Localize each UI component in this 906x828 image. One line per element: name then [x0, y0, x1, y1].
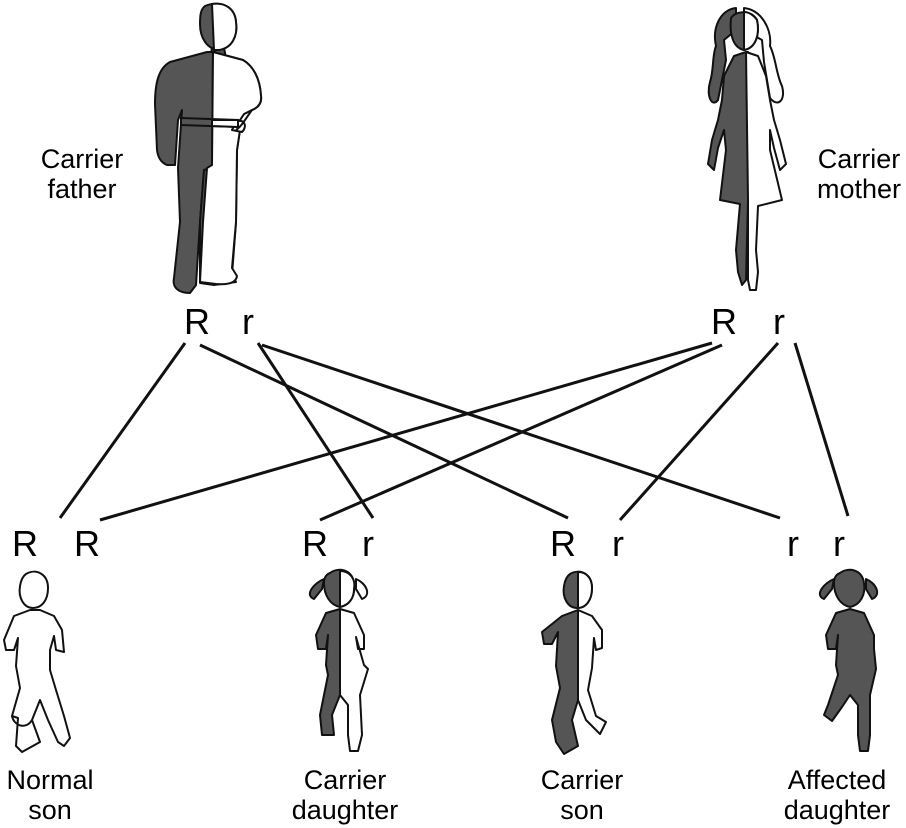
- father-allele-2: r: [242, 301, 254, 342]
- line-father-R-to-son2: [199, 343, 569, 520]
- line-mother-R-to-daughter1: [319, 343, 723, 522]
- line-father-R-to-son1: [58, 342, 187, 519]
- daughter2-allele-1: r: [787, 523, 799, 564]
- son2-allele-2: r: [612, 523, 624, 564]
- girl-figure-icon: [308, 568, 369, 752]
- daughter2-label: Affected daughter: [772, 765, 902, 825]
- daughter1-allele-2: r: [362, 523, 374, 564]
- son2-label: Carrier son: [530, 765, 634, 825]
- inheritance-lines: [58, 341, 850, 522]
- father-label: Carrier father: [30, 144, 134, 204]
- daughter1-label-line2: daughter: [291, 795, 399, 825]
- mother-label: Carrier mother: [812, 144, 906, 204]
- line-mother-r-to-daughter2: [793, 342, 850, 517]
- son1-allele-2: R: [74, 523, 100, 564]
- son1-allele-1: R: [12, 523, 38, 564]
- father-label-line1: Carrier: [40, 144, 124, 174]
- boy-figure-icon: [3, 570, 71, 753]
- father-right-half: [199, 2, 263, 286]
- father-label-line2: father: [47, 174, 117, 204]
- line-father-r-to-daughter1: [256, 342, 375, 519]
- girl-figure-icon: [818, 568, 879, 752]
- son1-label-line2: son: [28, 795, 72, 825]
- son2-allele-1: R: [550, 523, 576, 564]
- daughter1-label-line1: Carrier: [303, 765, 387, 795]
- son2-label-line2: son: [560, 795, 604, 825]
- mother-label-line1: Carrier: [817, 144, 901, 174]
- daughter2-allele-2: r: [833, 523, 845, 564]
- son1-label: Normal son: [0, 765, 100, 825]
- woman-figure-icon: [707, 7, 787, 291]
- son2-label-line1: Carrier: [540, 765, 624, 795]
- mother-allele-1: R: [711, 301, 737, 342]
- daughter1-label: Carrier daughter: [280, 765, 410, 825]
- daughter1-allele-1: R: [302, 523, 328, 564]
- line-mother-r-to-son2: [618, 342, 780, 521]
- mother-label-line2: mother: [816, 174, 902, 204]
- line-mother-R-to-son1: [99, 341, 713, 522]
- daughter2-label-line2: daughter: [783, 795, 891, 825]
- mother-allele-2: r: [773, 301, 785, 342]
- son1-label-line1: Normal: [6, 765, 94, 795]
- daughter2-label-line1: Affected: [787, 765, 887, 795]
- father-allele-1: R: [184, 301, 210, 342]
- boy-figure-icon: [541, 570, 607, 755]
